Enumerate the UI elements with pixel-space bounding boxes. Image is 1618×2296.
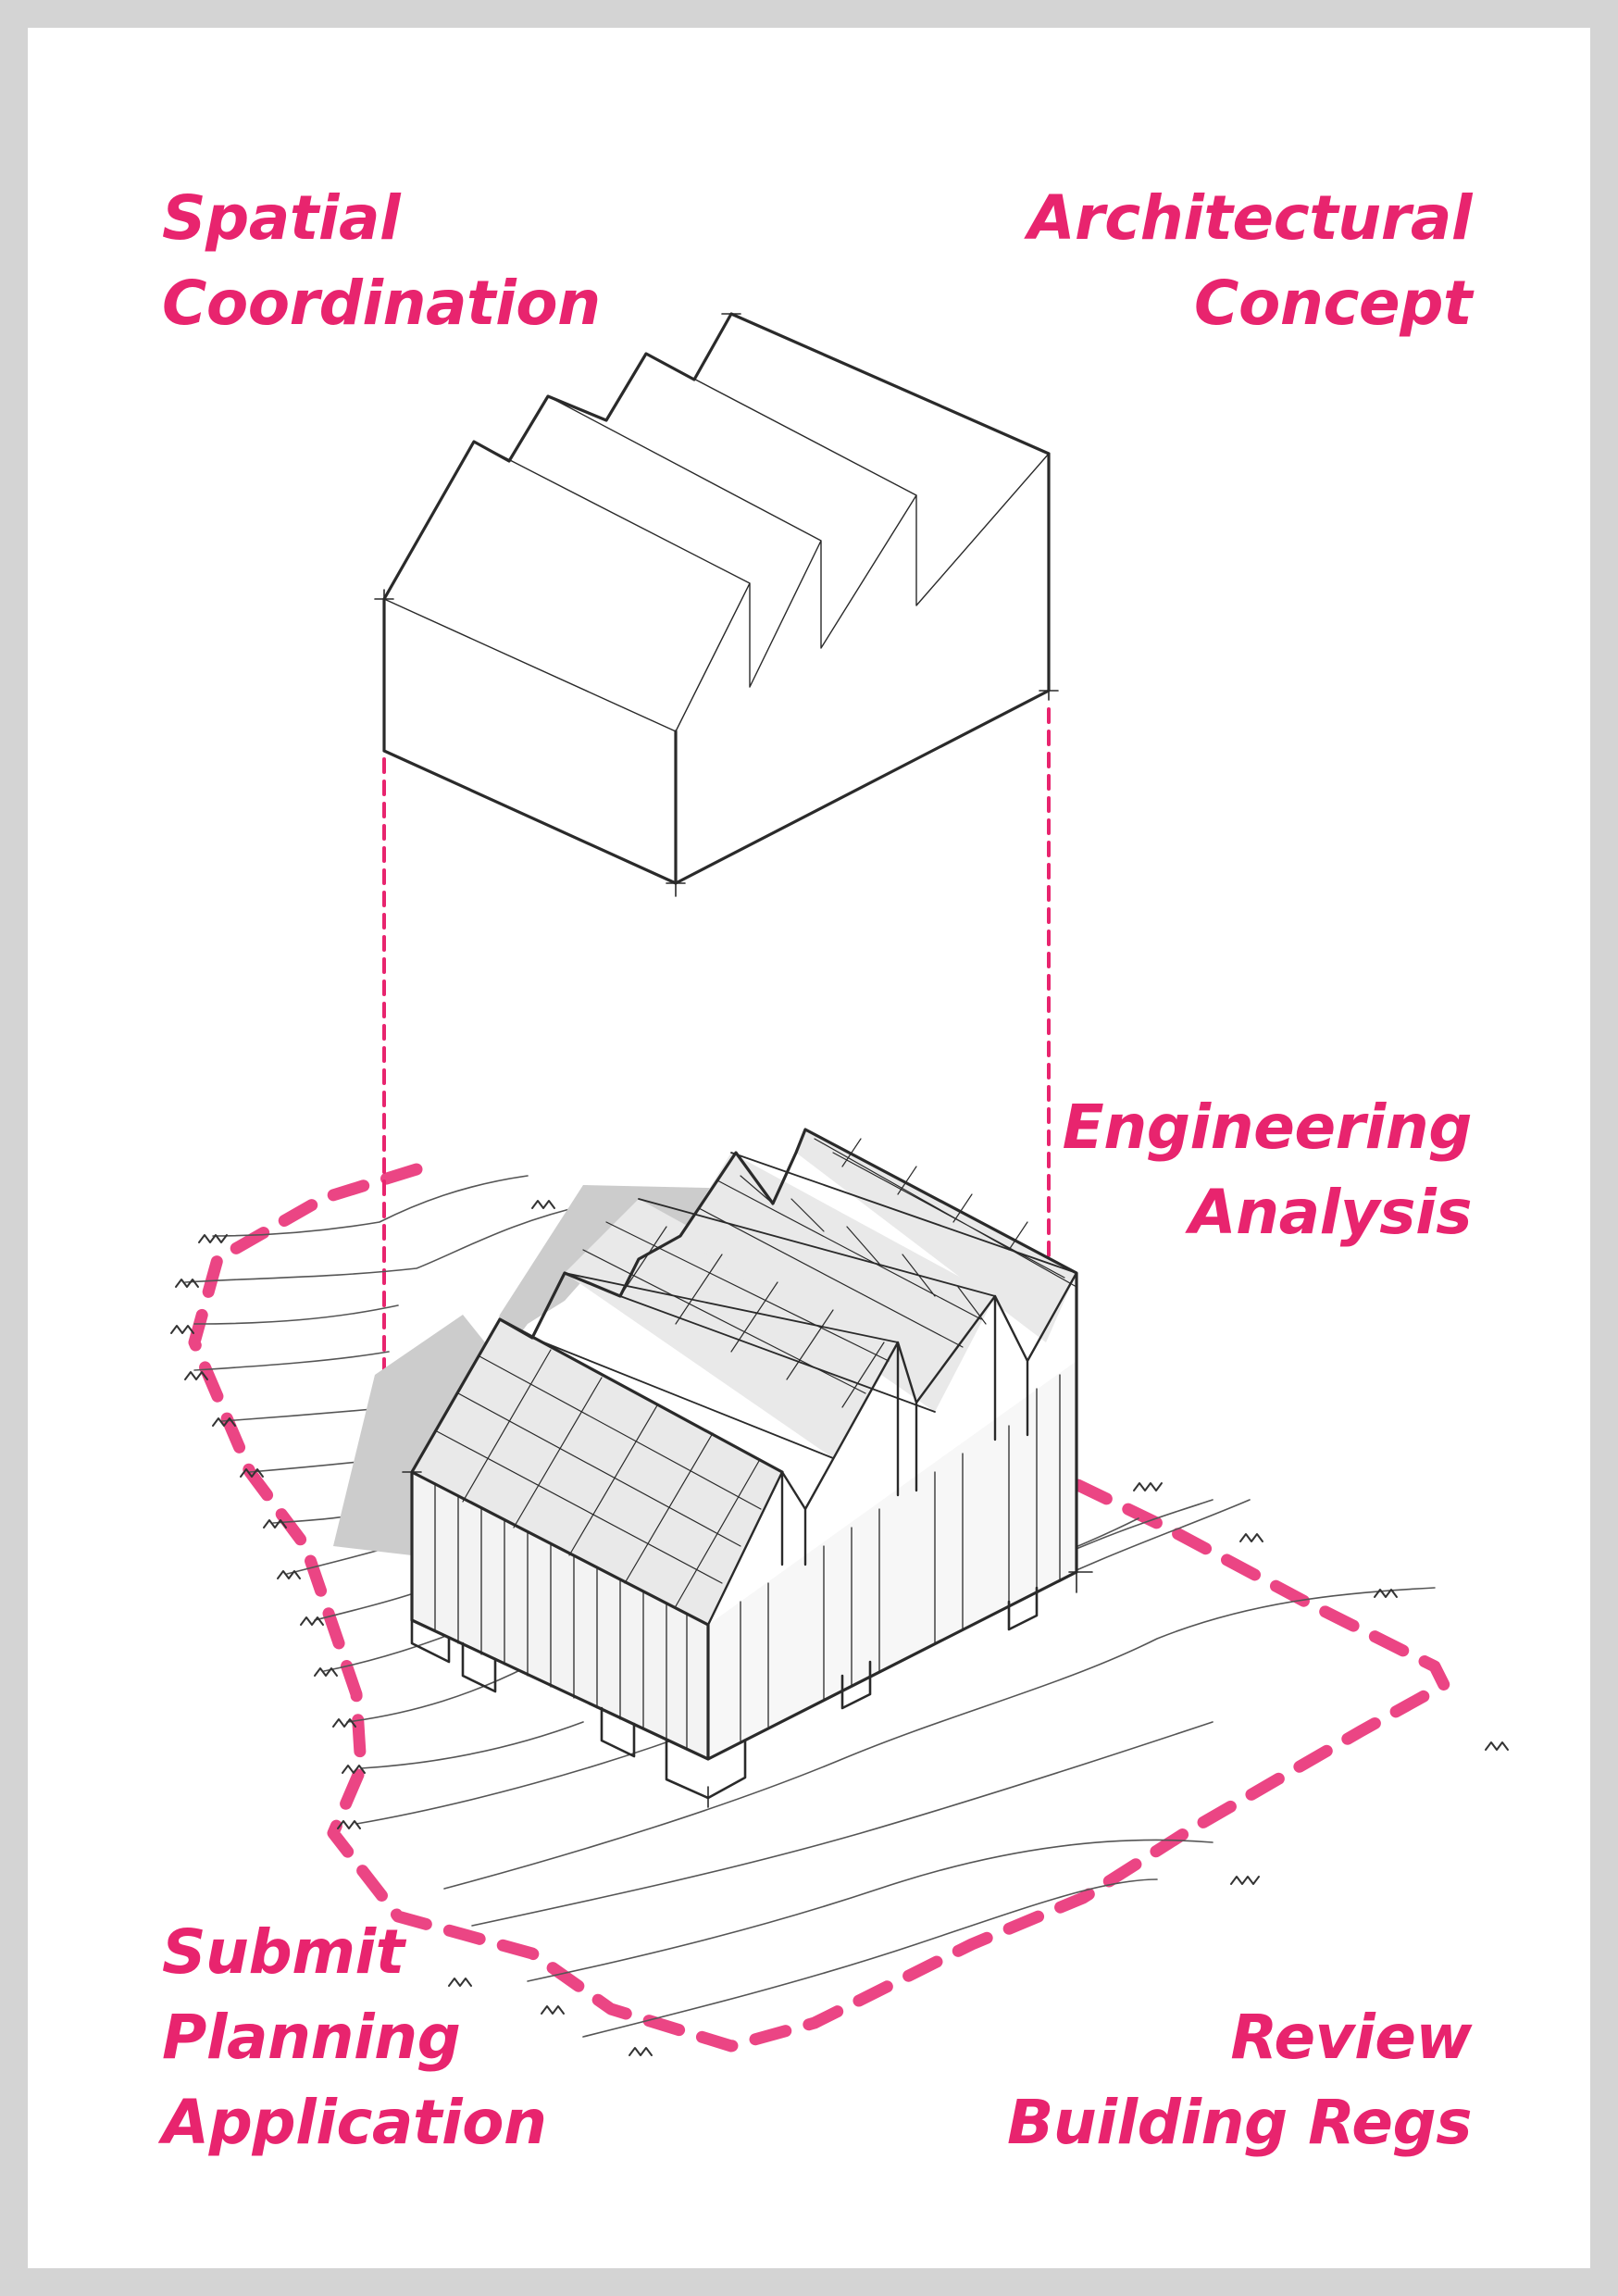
label-spatial-coordination: Spatial Coordination xyxy=(162,176,601,346)
squiggle xyxy=(629,2047,653,2056)
label-line: Spatial xyxy=(162,182,401,254)
site-boundary xyxy=(188,1163,1450,2053)
contour-line xyxy=(346,1666,529,1723)
contour-line xyxy=(471,1721,1214,1927)
label-engineering-analysis: Engineering Analysis xyxy=(1062,1085,1473,1255)
squiggle xyxy=(337,1820,361,1829)
label-line: Concept xyxy=(1194,268,1472,339)
squiggle xyxy=(277,1570,301,1579)
label-line: Application xyxy=(162,2087,547,2158)
contour-line xyxy=(443,1587,1436,1890)
squiggle xyxy=(531,1200,555,1209)
squiggle xyxy=(1485,1741,1509,1751)
building-wall-right xyxy=(708,1361,1077,1759)
squiggle xyxy=(184,1371,208,1380)
concept-massing-wall-left xyxy=(384,599,676,883)
label-line: Analysis xyxy=(1189,1177,1473,1248)
contour-line xyxy=(184,1203,593,1283)
squiggle xyxy=(1239,1533,1263,1542)
label-line: Building Regs xyxy=(1007,2087,1472,2158)
building-wall-left xyxy=(412,1472,708,1759)
roof-panel-seams xyxy=(434,1138,1077,1607)
squiggle xyxy=(314,1667,338,1677)
contour-line xyxy=(314,1591,417,1621)
label-line: Engineering xyxy=(1062,1092,1473,1163)
contour-line xyxy=(527,1839,1214,1982)
squiggle xyxy=(332,1718,356,1728)
contour-line xyxy=(212,1175,529,1237)
label-line: Submit xyxy=(162,1916,404,1988)
roof-plane xyxy=(680,1153,995,1412)
squiggle xyxy=(212,1417,236,1427)
projection-lines xyxy=(382,707,1051,1404)
concept-massing-outline xyxy=(382,312,1051,885)
isometric-sketch xyxy=(170,312,1509,2056)
label-architectural-concept: Architectural Concept xyxy=(1027,176,1472,346)
label-line: Coordination xyxy=(162,268,601,339)
label-line: Architectural xyxy=(1027,182,1472,254)
label-review-building-regs: Review Building Regs xyxy=(1007,1995,1472,2165)
squiggle xyxy=(448,1978,472,1987)
label-submit-planning-application: Submit Planning Application xyxy=(162,1910,547,2165)
concept-massing xyxy=(382,312,1051,885)
wall-cladding xyxy=(434,1374,1061,1751)
concept-massing-ridges xyxy=(383,353,1050,732)
squiggle xyxy=(541,2005,565,2015)
squiggle xyxy=(175,1279,199,1288)
drawing-sheet: Spatial Coordination Architectural Conce… xyxy=(28,28,1590,2268)
building-outline xyxy=(410,1128,1078,1761)
top-construction-marks xyxy=(374,313,1059,897)
squiggle xyxy=(198,1234,228,1243)
contour-line xyxy=(360,1721,584,1769)
contour-line xyxy=(193,1304,399,1325)
squiggle xyxy=(240,1468,264,1478)
squiggle xyxy=(263,1519,287,1529)
label-line: Planning xyxy=(162,2002,461,2073)
squiggle xyxy=(170,1325,194,1334)
squiggle xyxy=(1133,1482,1163,1491)
contour-line xyxy=(582,1878,1158,2038)
roof-plane xyxy=(796,1129,1077,1342)
roof-ridges xyxy=(531,1152,1077,1459)
squiggle xyxy=(1230,1876,1260,1885)
roof-plane xyxy=(412,1319,782,1625)
contour-line xyxy=(193,1351,390,1371)
squiggle xyxy=(342,1765,366,1774)
squiggle xyxy=(1374,1589,1398,1598)
construction-marks xyxy=(402,1471,1093,1808)
squiggle xyxy=(300,1616,324,1626)
building-sawtooth xyxy=(706,1271,1078,1627)
roof-plane xyxy=(565,1199,898,1458)
engineered-building xyxy=(333,1128,1093,1808)
label-line: Review xyxy=(1230,2002,1472,2073)
